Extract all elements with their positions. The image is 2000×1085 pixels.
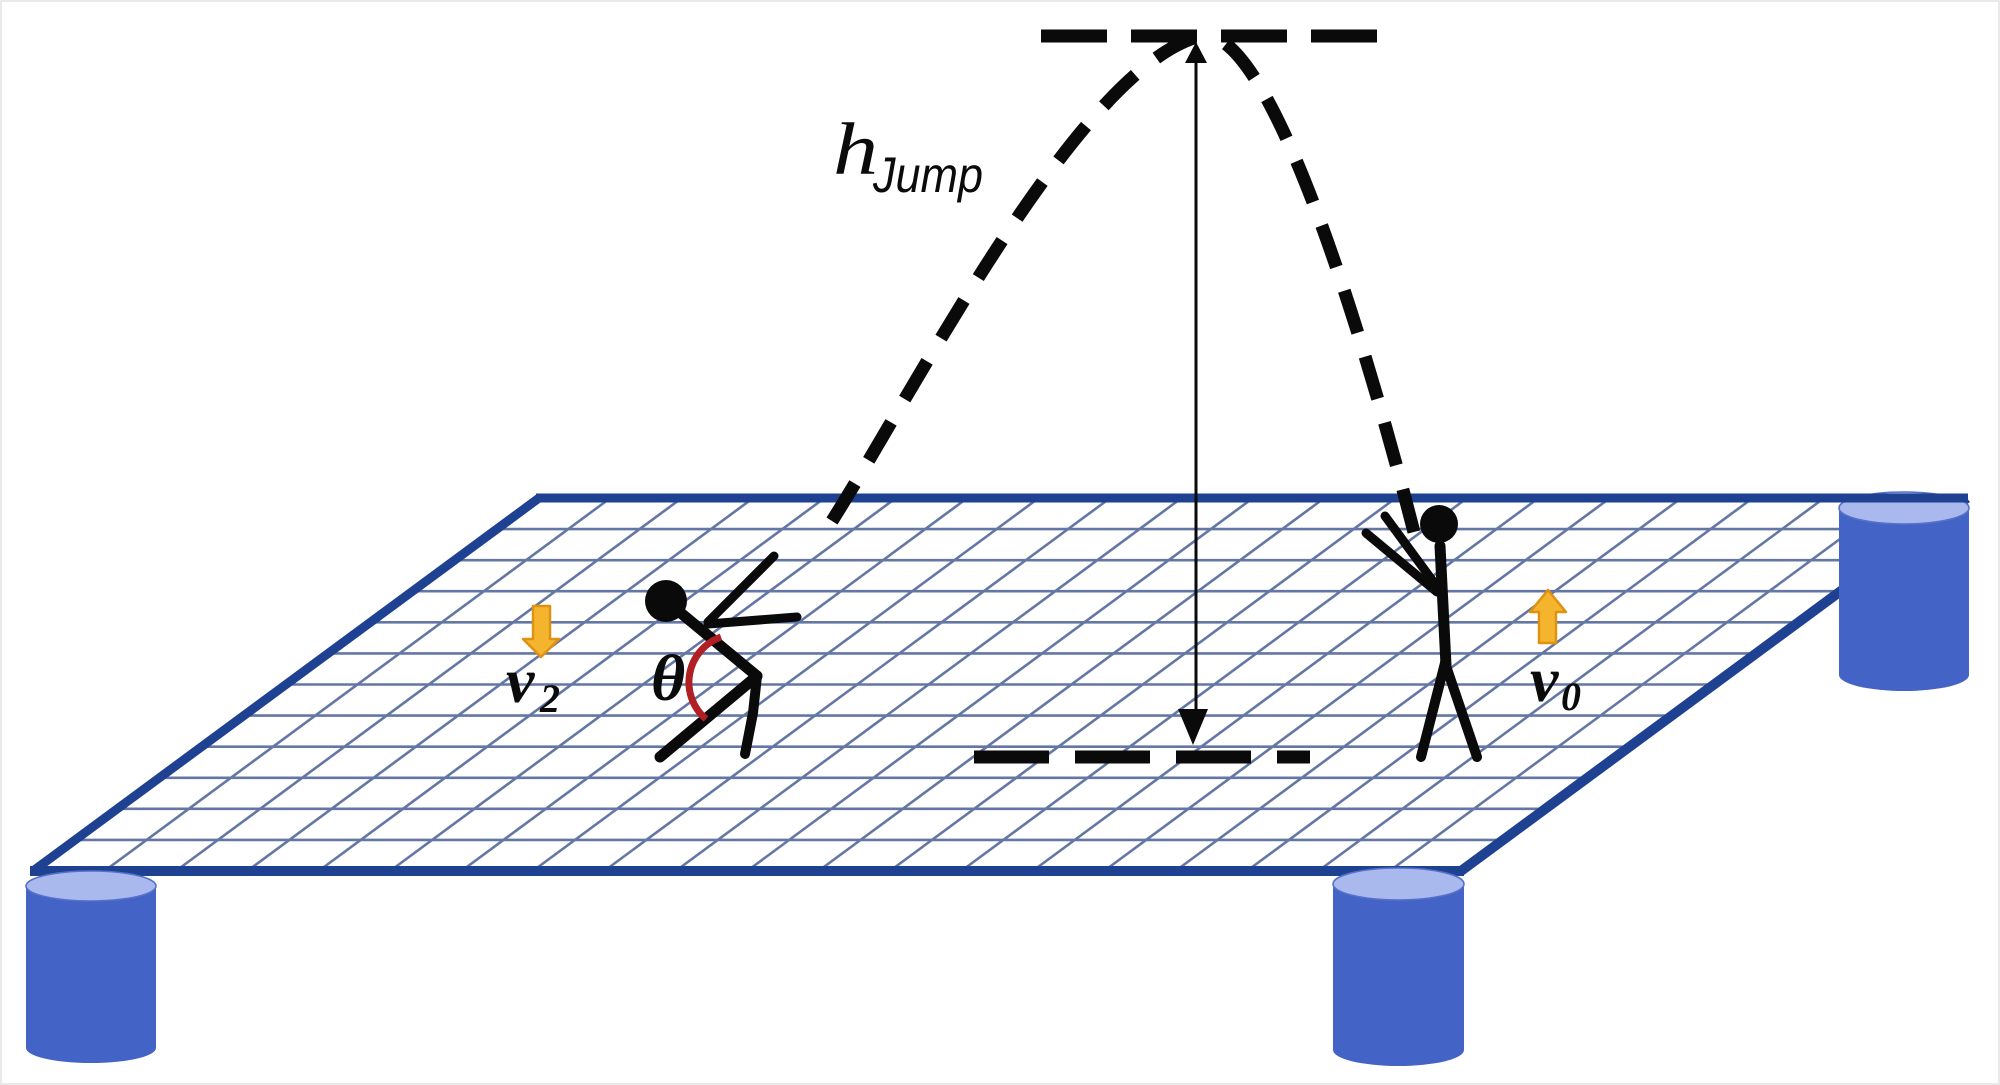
svg-text:v: v [1530,644,1559,715]
svg-text:θ: θ [651,642,685,715]
svg-text:v: v [506,645,535,716]
svg-text:2: 2 [539,676,560,721]
svg-text:0: 0 [1561,674,1581,719]
svg-text:Jump: Jump [872,147,983,203]
svg-text:h: h [833,108,878,190]
